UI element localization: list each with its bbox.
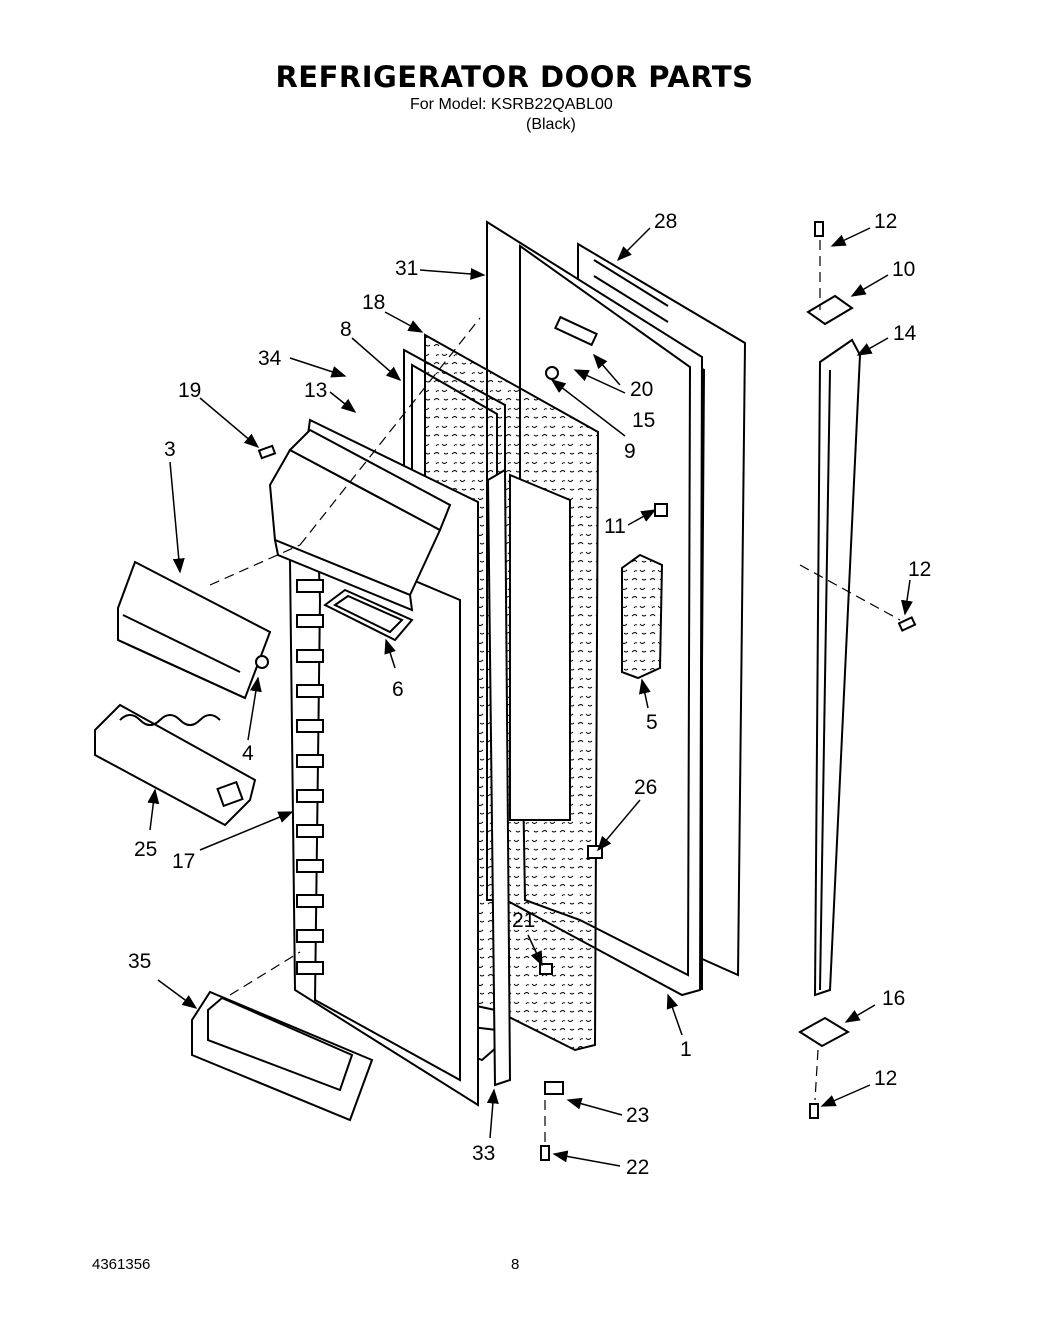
bottom-shelf-bin	[191, 990, 374, 1122]
callout-20: 20	[630, 378, 653, 401]
callout-10: 10	[892, 258, 915, 281]
callout-14: 14	[893, 322, 917, 345]
callout-26: 26	[634, 776, 657, 799]
dispenser-housing	[268, 428, 452, 612]
hinge-bar	[813, 338, 862, 997]
callout-28: 28	[654, 210, 677, 233]
callout-35: 35	[128, 950, 151, 973]
callout-16: 16	[882, 987, 905, 1010]
callout-21: 21	[512, 909, 535, 932]
callout-12-top: 12	[874, 210, 897, 233]
callout-1: 1	[680, 1038, 692, 1061]
document-part-number: 4361356	[92, 1256, 151, 1273]
callout-12-mid: 12	[908, 558, 931, 581]
screws	[257, 221, 917, 1161]
callout-12-bottom: 12	[874, 1067, 897, 1090]
dispenser-cover	[117, 560, 272, 700]
door-bin	[94, 703, 257, 827]
callout-22: 22	[626, 1156, 649, 1179]
callout-4: 4	[242, 742, 254, 765]
alignment-lines	[209, 240, 901, 1145]
trim-strip	[486, 468, 512, 1087]
callout-5: 5	[646, 711, 658, 734]
leader-lines	[147, 227, 913, 1167]
callout-8: 8	[340, 318, 352, 341]
page-title: REFRIGERATOR DOOR PARTS	[275, 60, 754, 94]
callout-15: 15	[632, 409, 655, 432]
callout-11: 11	[604, 515, 626, 538]
filter-cartridge	[621, 553, 664, 680]
inner-door-liner	[288, 418, 479, 1107]
callout-33: 33	[472, 1142, 495, 1165]
callout-25: 25	[134, 838, 157, 861]
callout-13: 13	[304, 379, 327, 402]
callout-9: 9	[624, 440, 636, 463]
callout-labels: 31 28 12 10 14 18 8 34 13 19 20 15 9 11 …	[128, 210, 931, 1179]
callout-31: 31	[395, 257, 418, 280]
page-number: 8	[511, 1256, 520, 1273]
upper-hinge	[806, 294, 854, 326]
callout-34: 34	[258, 347, 282, 370]
callout-18: 18	[362, 291, 385, 314]
small-tray	[323, 588, 414, 642]
callout-6: 6	[392, 678, 404, 701]
callout-19: 19	[178, 379, 201, 402]
lower-hinge	[798, 1016, 851, 1048]
callout-3: 3	[164, 438, 176, 461]
callout-17: 17	[172, 850, 195, 873]
model-line: For Model: KSRB22QABL00	[410, 96, 613, 113]
callout-23: 23	[626, 1104, 649, 1127]
color-line: (Black)	[526, 116, 576, 133]
